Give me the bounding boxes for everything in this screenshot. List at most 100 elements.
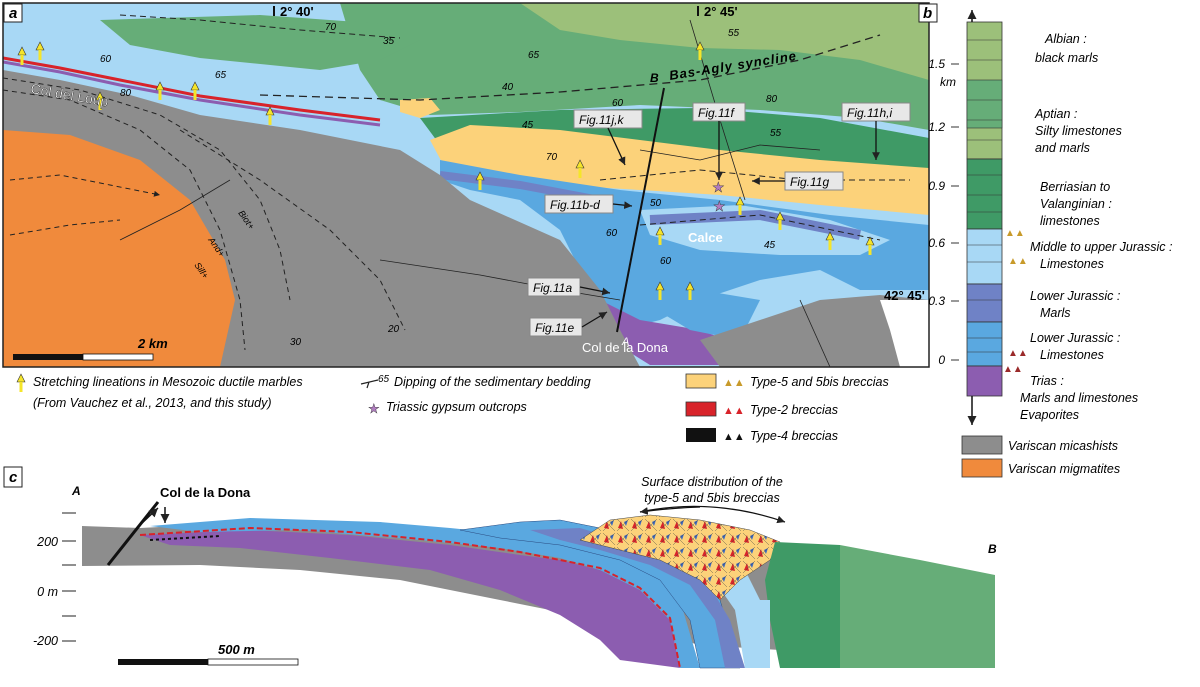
fig11bd-label: Fig.11b-d (550, 198, 600, 212)
section-scale-white (207, 658, 299, 666)
fault (639, 144, 821, 161)
dip-value: 80 (766, 94, 778, 105)
type5-breccia-patch (400, 98, 440, 118)
type5-breccia-zone (430, 125, 929, 215)
legend-migmatite-swatch (961, 458, 1003, 478)
section-scale-black (118, 659, 208, 665)
unit-lower-jurassic-marls: Lower Jurassic : (1030, 289, 1120, 303)
legend-lineation-icon (16, 373, 26, 393)
column-tick: 0.9 (928, 179, 945, 193)
unit-albian: black marls (1035, 51, 1098, 65)
dip-value: 60 (660, 256, 672, 267)
pointer-arrow (581, 311, 608, 328)
column-axis-unit: km (940, 75, 956, 89)
aptian-band-west (100, 15, 420, 70)
section-jurassic-strip (760, 600, 770, 668)
column-tick-marks (951, 63, 959, 361)
fig11jk-label: Fig.11j,k (579, 113, 624, 127)
section-lower-jurassic (150, 518, 700, 668)
legend-gypsum-star: ★ (368, 401, 380, 416)
section-note: type-5 and 5bis breccias (644, 491, 780, 505)
lower-jurassic-lobe (640, 290, 760, 340)
dip-value: 80 (120, 88, 132, 99)
legend-type2-triangles: ▲▲ (723, 405, 745, 417)
legend-dip-symbol (360, 379, 379, 389)
legend-gypsum: Triassic gypsum outcrops (386, 400, 527, 414)
map-scale-black (13, 354, 83, 360)
column-aptian (966, 79, 1003, 129)
legend-type4: Type-4 breccias (750, 429, 838, 443)
bas-agly-syncline-trace (259, 34, 881, 101)
fold-trace-migmatite (9, 174, 161, 197)
fig11g-label: Fig.11g (790, 175, 829, 189)
fault (799, 299, 831, 367)
column-tick: 0.6 (928, 236, 945, 250)
legend-stretching-source: (From Vauchez et al., 2013, and this stu… (33, 396, 272, 410)
gypsum-star: ★ (712, 179, 725, 195)
unit-aptian: Silty limestones (1035, 124, 1122, 138)
dip-value: 50 (650, 198, 662, 209)
legend-dip-value: 65 (378, 374, 390, 385)
legend-micashists: Variscan micashists (1008, 439, 1118, 453)
map-legend: Stretching lineations in Mesozoic ductil… (16, 373, 889, 443)
section-lj-marls (530, 528, 745, 668)
fault (119, 179, 231, 241)
fig11f-label: Fig.11f (698, 106, 735, 120)
section-aptian (840, 545, 995, 668)
panel-a-label: a (9, 5, 17, 22)
column-tick: 0.3 (928, 294, 945, 308)
map-scale-label: 2 km (137, 336, 168, 351)
fig11hi-label: Fig.11h,i (847, 106, 892, 120)
section-b-label: B (988, 542, 997, 556)
dip-value: 65 (528, 50, 540, 61)
legend-type5-swatch (685, 373, 717, 389)
point-a-label: A (621, 336, 629, 348)
pointer-arrow (607, 127, 626, 166)
unit-berriasian: Valanginian : (1040, 197, 1112, 211)
isograd-and (3, 89, 246, 351)
column-berriasian (966, 158, 1003, 230)
stratigraphic-column: ▲▲ ▲▲ ▲▲ ▲▲ 1.5 km 1.2 0.9 0.6 0.3 0 Alb… (928, 10, 1172, 478)
column-tick: 0 (938, 353, 945, 367)
fold-trace-migmatite-2 (9, 219, 121, 236)
section-ytick: -200 (33, 634, 58, 648)
unit-aptian: and marls (1035, 141, 1090, 155)
unit-lower-jurassic-limestones: Lower Jurassic : (1030, 331, 1120, 345)
dip-value: 70 (546, 152, 558, 163)
panel-a-box (3, 3, 23, 23)
dip-value: 45 (522, 120, 534, 131)
breccia-extent-arrow (639, 505, 786, 524)
legend-migmatites: Variscan migmatites (1008, 462, 1120, 476)
fold-trace-calce (639, 214, 881, 241)
col-de-la-dona-label: Col de la Dona (582, 340, 669, 355)
calce-label: Calce (688, 230, 723, 245)
section-note: Surface distribution of the (641, 475, 783, 489)
latitude-label: 42° 45' (884, 288, 925, 303)
cross-section: c 200 0 m -200 A B Col de la Dona Surfac… (3, 466, 997, 669)
geological-map: ★ ★ (3, 3, 929, 367)
unit-trias: Marls and limestones (1020, 391, 1138, 405)
section-trias (140, 530, 680, 668)
legend-type4-swatch (686, 428, 716, 442)
syncline-trace-west (119, 14, 401, 39)
legend-type2: Type-2 breccias (750, 403, 838, 417)
dip-value: 65 (215, 70, 227, 81)
legend-type5-triangles: ▲▲ (723, 377, 745, 389)
dip-value: 70 (325, 22, 337, 33)
section-berriasian (765, 542, 840, 668)
legend-stretching: Stretching lineations in Mesozoic ductil… (33, 375, 303, 389)
column-trias (966, 365, 1003, 397)
point-b-label: B (650, 71, 659, 85)
pointer-arrow (612, 201, 633, 210)
unit-albian: Albian : (1044, 32, 1087, 46)
variscan-migmatites (3, 130, 235, 367)
dip-value: 55 (728, 28, 740, 39)
unit-berriasian: Berriasian to (1040, 180, 1110, 194)
section-ytick: 0 m (37, 585, 58, 599)
column-type5-triangles: ▲▲ (1008, 256, 1028, 267)
panel-b-box (918, 3, 938, 23)
variscan-micashists-east (700, 295, 929, 367)
panel-c-label: c (9, 469, 18, 486)
section-ytick: 200 (36, 535, 58, 549)
